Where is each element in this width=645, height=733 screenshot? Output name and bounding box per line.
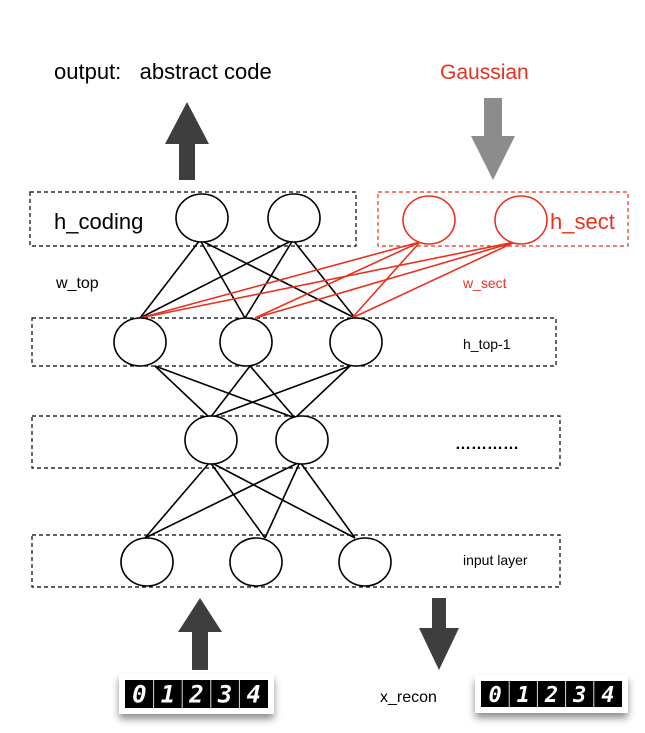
w-top-label: w_top (55, 275, 99, 292)
digit-glyph: 0 (132, 681, 146, 709)
hidden-dots-label: ………… (455, 436, 519, 453)
input-connections (144, 461, 356, 539)
digit-glyph: 0 (488, 683, 501, 708)
hidden-layer-box (31, 415, 561, 469)
w-sect-connections (139, 241, 516, 319)
input-layer-box (31, 534, 561, 588)
w-sect-label: w_sect (462, 275, 507, 291)
digit-glyph: 4 (246, 681, 260, 709)
digit-glyph: 1 (161, 681, 175, 709)
up-arrow-icon (178, 598, 222, 670)
h-top-1-layer-box (31, 317, 557, 367)
digit-glyph: 1 (517, 683, 530, 708)
input-neuron (229, 537, 283, 587)
digit-glyph: 4 (601, 683, 614, 708)
hidden-neuron (184, 415, 238, 465)
x-recon-label: x_recon (380, 689, 437, 706)
h-coding-layer-box (29, 191, 357, 247)
h-sect-label: h_sect (550, 209, 615, 234)
h-coding-neuron (175, 193, 229, 243)
input-neuron (338, 537, 392, 587)
digit-glyph: 2 (544, 683, 558, 708)
down-arrow-icon (419, 598, 459, 670)
hidden-neuron (275, 415, 329, 465)
h-top-1-neuron (113, 317, 167, 367)
input-layer-label: input layer (463, 552, 528, 568)
h-top-1-neuron (329, 317, 383, 367)
input-neuron (120, 537, 174, 587)
digit-glyph: 3 (572, 683, 586, 708)
h-coding-label: h_coding (54, 209, 143, 234)
up-arrow-icon (165, 102, 209, 180)
w-top-connections (139, 239, 356, 319)
h-coding-neuron (267, 193, 321, 243)
hidden-connections (154, 365, 351, 419)
gaussian-label: Gaussian (440, 61, 529, 84)
digit-glyph: 3 (217, 681, 232, 709)
output-label: output: abstract code (54, 59, 272, 84)
h-top-1-neuron (219, 317, 273, 367)
h-sect-neuron (402, 195, 456, 245)
h-top-1-label: h_top-1 (463, 336, 511, 352)
h-sect-neuron (494, 195, 548, 245)
down-arrow-icon (471, 98, 515, 180)
digit-glyph: 2 (188, 681, 203, 709)
